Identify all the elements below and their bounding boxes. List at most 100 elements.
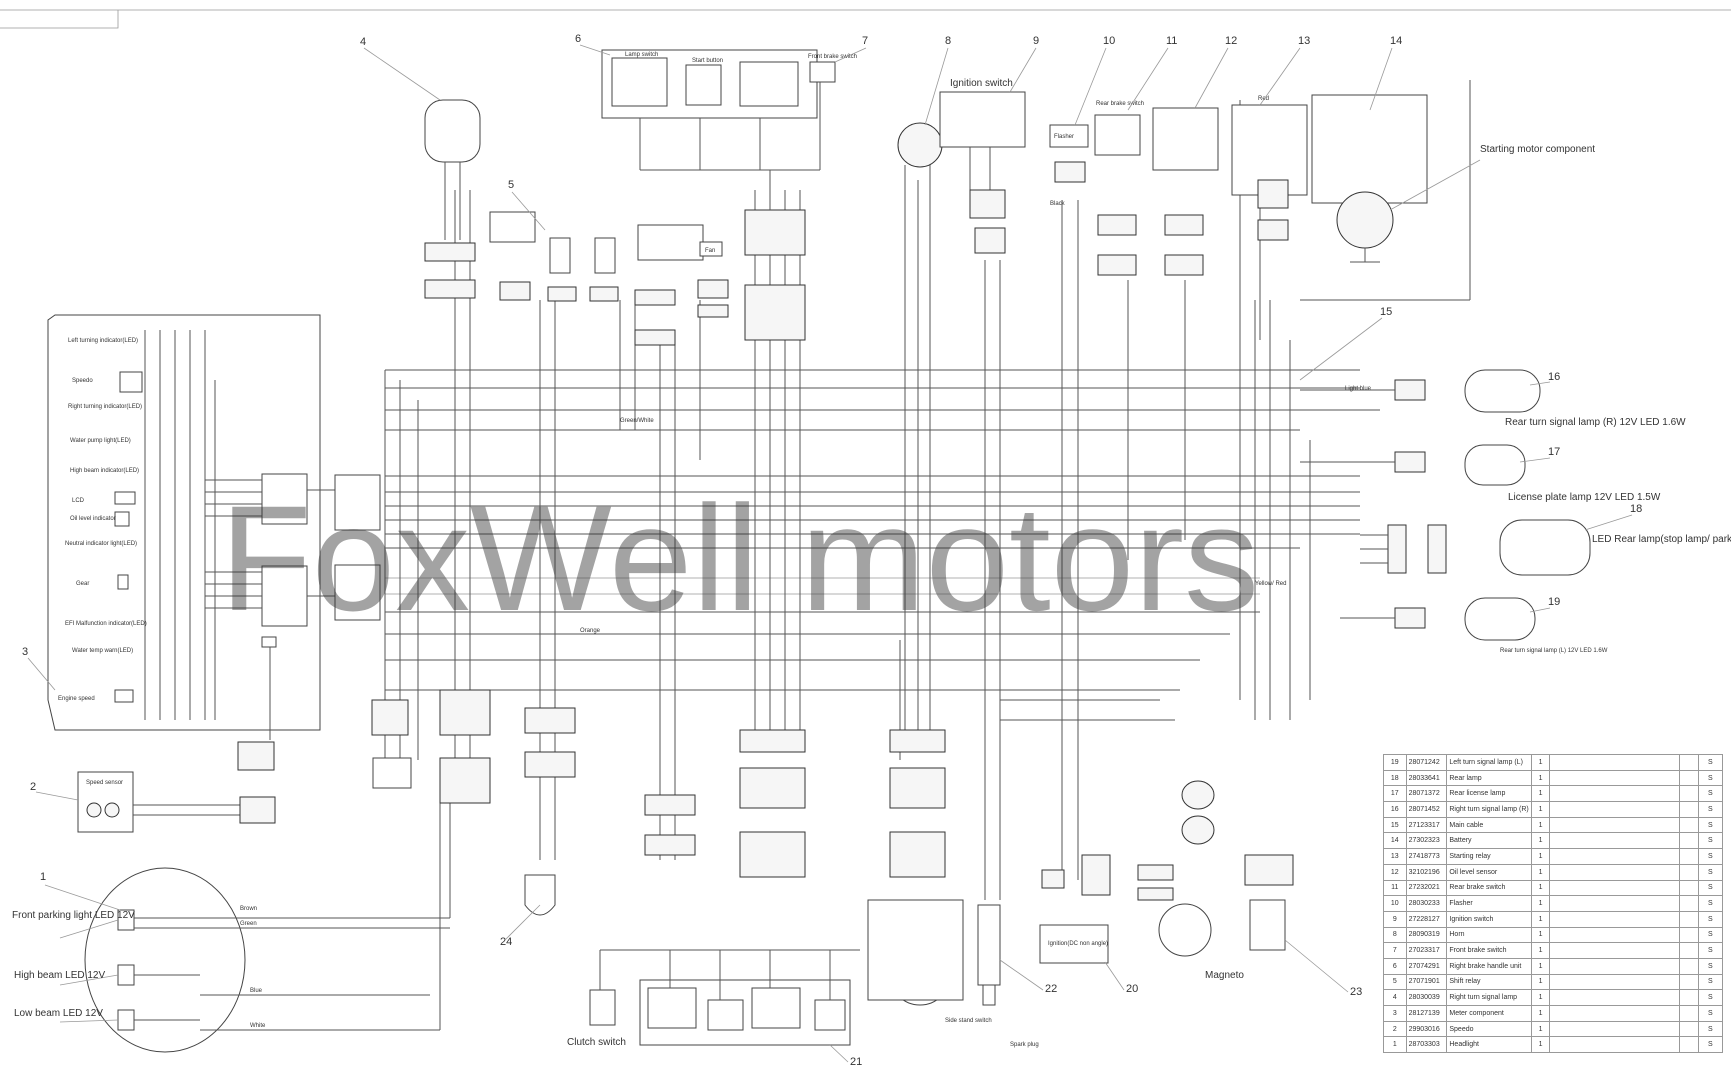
parts-table-cell: 28030039 [1405, 989, 1448, 1006]
parts-table-cell [1549, 769, 1681, 787]
parts-table-cell [1679, 863, 1699, 881]
parts-table-cell: Starting relay [1446, 848, 1532, 865]
flasher [1049, 124, 1089, 183]
side-stand-switch-label: Side stand switch [945, 1018, 992, 1024]
main-harness [384, 80, 1471, 900]
parts-table-cell: 1 [1383, 1036, 1407, 1054]
wire-label-green: Green [240, 921, 257, 927]
rear-brake-switch [1094, 114, 1141, 276]
spark-plug-label: Spark plug [1010, 1042, 1039, 1048]
ind-efi-label: EFI Malfunction indicator(LED) [65, 621, 147, 627]
parts-table-cell: 1 [1530, 801, 1551, 818]
parts-table-cell [1549, 848, 1681, 865]
parts-table-cell: 27232021 [1405, 879, 1448, 897]
svg-text:18: 18 [1630, 503, 1642, 515]
ind-neutral-label: Neutral indicator light(LED) [65, 541, 137, 547]
parts-table-cell: S [1697, 754, 1724, 771]
parts-table-cell [1679, 1036, 1699, 1054]
parts-table-cell: S [1697, 785, 1724, 803]
parts-table-cell: 18 [1383, 769, 1407, 787]
parts-table-cell: 29903016 [1405, 1020, 1448, 1038]
parts-table-cell: Speedo [1446, 1020, 1532, 1038]
ind-oil-label: Oil level indicator [70, 516, 116, 522]
parts-table-cell: S [1697, 989, 1724, 1006]
parts-table-cell: Right brake handle unit [1446, 957, 1532, 975]
parts-table-cell [1549, 1020, 1681, 1038]
parts-table-cell: 28703303 [1405, 1036, 1448, 1054]
parts-table-cell: S [1697, 848, 1724, 865]
parts-table-cell [1549, 832, 1681, 850]
parts-table-cell: 1 [1530, 848, 1551, 865]
parts-table-cell: 27302323 [1405, 832, 1448, 850]
ind-lcd-label: LCD [72, 498, 85, 504]
svg-text:10: 10 [1103, 35, 1115, 47]
wire-label-brown: Brown [240, 906, 257, 912]
parts-table-cell: 1 [1530, 942, 1551, 959]
parts-table-cell: Oil level sensor [1446, 863, 1532, 881]
parts-table-cell: 27074291 [1405, 957, 1448, 975]
parts-table-cell: 27418773 [1405, 848, 1448, 865]
svg-text:8: 8 [945, 35, 951, 47]
wire-label-white: White [250, 1023, 266, 1029]
parts-table-cell: Main cable [1446, 816, 1532, 834]
ind-water-temp-label: Water temp warn(LED) [72, 648, 133, 654]
parts-table-cell: S [1697, 832, 1724, 850]
parts-table-cell: 19 [1383, 754, 1407, 771]
front-parking-label: Front parking light LED 12V [12, 910, 135, 921]
parts-table-cell: 28030233 [1405, 895, 1448, 912]
parts-table-cell [1679, 879, 1699, 897]
parts-table-cell [1679, 989, 1699, 1006]
svg-text:19: 19 [1548, 596, 1560, 608]
parts-table-cell: 9 [1383, 910, 1407, 928]
lamp-switch-label: Lamp switch [625, 52, 658, 58]
parts-table-cell [1679, 926, 1699, 944]
parts-table-cell: 1 [1530, 926, 1551, 944]
parts-table-cell: 1 [1530, 1036, 1551, 1054]
parts-table-cell: 6 [1383, 957, 1407, 975]
parts-table-cell: 1 [1530, 769, 1551, 787]
svg-text:15: 15 [1380, 306, 1392, 318]
wire-label-yellow-red: Yellow/ Red [1255, 581, 1286, 587]
parts-table-cell: S [1697, 895, 1724, 912]
parts-table-cell [1549, 942, 1681, 959]
parts-table-cell: 1 [1530, 754, 1551, 771]
parts-table-cell: S [1697, 879, 1724, 897]
parts-table-cell: 1 [1530, 1005, 1551, 1022]
starting-relay-battery [1231, 94, 1481, 263]
ind-right-turn-label: Right turning indicator(LED) [68, 404, 142, 410]
svg-text:21: 21 [850, 1056, 862, 1068]
license-plate-label: License plate lamp 12V LED 1.5W [1508, 492, 1661, 503]
parts-table-cell: 27123317 [1405, 816, 1448, 834]
parts-table-cell: 27023317 [1405, 942, 1448, 959]
parts-table-cell: S [1697, 816, 1724, 834]
parts-table-cell [1549, 895, 1681, 912]
headlight [59, 760, 451, 1053]
parts-table-cell [1549, 910, 1681, 928]
starting-motor-label: Starting motor component [1480, 144, 1595, 155]
parts-table-cell: Shift relay [1446, 973, 1532, 991]
parts-table-cell [1549, 801, 1681, 818]
parts-table-cell: Battery [1446, 832, 1532, 850]
speed-sensor-label: Speed sensor [86, 780, 123, 786]
parts-table-cell: 1 [1530, 863, 1551, 881]
parts-table-cell [1679, 1005, 1699, 1022]
svg-text:5: 5 [508, 179, 514, 191]
reference-numbers: 1 2 3 4 5 6 7 8 9 10 11 12 13 14 15 16 1… [22, 33, 1642, 1068]
svg-text:24: 24 [500, 936, 512, 948]
rear-turn-right-label: Rear turn signal lamp (R) 12V LED 1.6W [1505, 417, 1686, 428]
svg-text:12: 12 [1225, 35, 1237, 47]
parts-table-cell [1549, 1005, 1681, 1022]
wire-label-green-white: Green/White [620, 418, 654, 424]
ind-speedo-label: Speedo [72, 378, 93, 384]
ind-gear-label: Gear [76, 581, 89, 587]
front-brake-switch-label: Front brake switch [808, 54, 857, 60]
parts-table-cell [1549, 973, 1681, 991]
